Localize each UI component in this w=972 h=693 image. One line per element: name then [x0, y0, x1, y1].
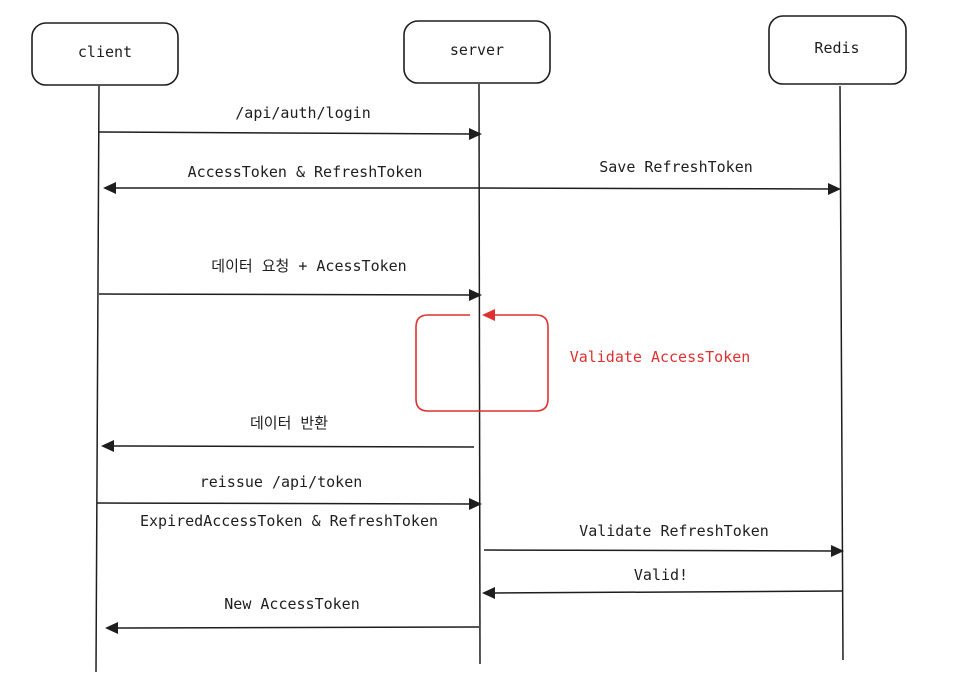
validate-access-loop	[415, 314, 549, 412]
message-tokens-to-client: AccessToken & RefreshToken	[103, 163, 479, 194]
arrowhead-left-icon	[482, 587, 495, 599]
message-save-refresh-label: Save RefreshToken	[599, 158, 753, 176]
message-save-refresh: Save RefreshToken	[478, 158, 841, 195]
participant-redis-box	[768, 15, 907, 85]
message-valid: Valid!	[482, 566, 843, 599]
arrowhead-right-icon	[469, 289, 482, 301]
message-data-return: 데이터 반환	[101, 414, 475, 452]
arrowhead-right-icon	[831, 545, 844, 557]
message-new-access: New AccessToken	[105, 595, 480, 634]
arrowhead-left-icon	[103, 182, 116, 194]
arrowhead-right-icon	[828, 183, 841, 195]
message-validate-refresh-label: Validate RefreshToken	[579, 522, 769, 540]
message-data-return-line	[112, 445, 475, 448]
message-new-access-line	[116, 626, 480, 629]
message-reissue: reissue /api/token ExpiredAccessToken & …	[96, 473, 482, 530]
message-login-label: /api/auth/login	[235, 104, 370, 122]
message-data-request-label: 데이터 요청 + AcessToken	[211, 257, 406, 275]
message-validate-refresh: Validate RefreshToken	[483, 522, 844, 557]
participant-redis-label: Redis	[814, 39, 859, 57]
message-reissue-label: reissue /api/token	[200, 473, 363, 491]
participant-client-box	[31, 22, 179, 86]
arrowhead-left-icon	[482, 309, 495, 321]
redis-lifeline	[839, 85, 844, 661]
arrowhead-left-icon	[101, 440, 114, 452]
message-reissue-line	[96, 502, 471, 505]
server-lifeline	[478, 83, 481, 665]
participant-server-label: server	[450, 41, 504, 59]
arrowhead-right-icon	[469, 128, 482, 140]
message-validate-access: Validate AccessToken	[415, 309, 751, 412]
message-data-return-label: 데이터 반환	[250, 414, 328, 432]
message-validate-refresh-line	[483, 549, 833, 552]
arrowhead-right-icon	[469, 498, 482, 510]
message-data-request-line	[98, 293, 471, 296]
message-reissue-payload-label: ExpiredAccessToken & RefreshToken	[140, 512, 438, 530]
message-validate-access-label: Validate AccessToken	[570, 348, 751, 366]
participant-client: client	[31, 22, 179, 86]
message-data-request: 데이터 요청 + AcessToken	[98, 257, 482, 301]
message-valid-label: Valid!	[634, 566, 688, 584]
arrowhead-left-icon	[105, 622, 118, 634]
message-tokens-label: AccessToken & RefreshToken	[188, 163, 423, 181]
message-new-access-label: New AccessToken	[224, 595, 359, 613]
client-lifeline	[95, 85, 100, 673]
message-login: /api/auth/login	[98, 104, 482, 140]
participant-server-box	[403, 20, 551, 84]
participant-redis: Redis	[768, 15, 907, 85]
message-save-refresh-line	[478, 187, 830, 190]
participant-client-label: client	[78, 43, 132, 61]
message-valid-line	[493, 590, 843, 594]
message-login-line	[98, 131, 471, 135]
participant-server: server	[403, 20, 551, 84]
